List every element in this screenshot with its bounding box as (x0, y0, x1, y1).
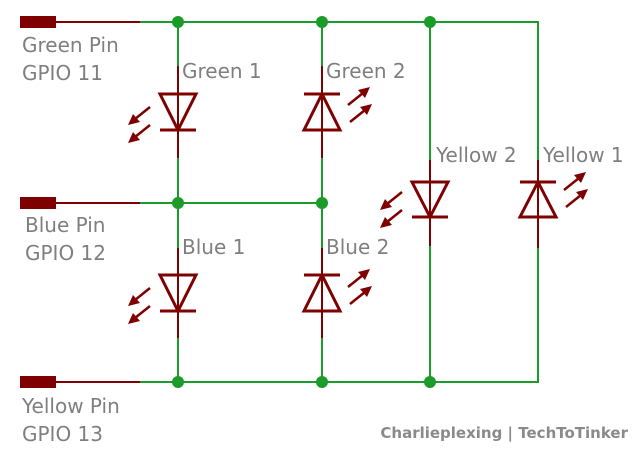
junction-dot (424, 16, 436, 28)
yellow-pin-pad (20, 376, 56, 388)
junction-dot (172, 376, 184, 388)
green-net-wire (140, 21, 539, 160)
led-label-yellow-2: Yellow 2 (435, 143, 517, 167)
green-pin-gpio: GPIO 11 (22, 61, 103, 85)
yellow-pin-gpio: GPIO 13 (22, 422, 103, 446)
blue-pin-pad (20, 197, 56, 209)
led-blue-2 (301, 248, 372, 338)
light-arrow-head (380, 199, 392, 210)
light-arrow-head (576, 189, 588, 200)
light-arrow (347, 274, 364, 288)
blue-pin-label: Blue Pin (25, 213, 105, 237)
led-label-green-1: Green 1 (182, 59, 262, 83)
light-arrow-head (380, 217, 392, 228)
led-label-blue-2: Blue 2 (326, 235, 389, 259)
light-arrow (347, 92, 364, 106)
light-arrow-head (360, 286, 372, 297)
light-arrow-head (358, 269, 370, 280)
light-arrow-head (574, 172, 586, 183)
blue-pin-gpio: GPIO 12 (25, 241, 106, 265)
green-pin-label: Green Pin (22, 33, 119, 57)
light-arrow (386, 191, 403, 205)
junction-dot (172, 197, 184, 209)
junction-dot (424, 376, 436, 388)
light-arrow (134, 124, 151, 138)
light-arrow (134, 106, 151, 120)
light-arrow-head (128, 295, 140, 306)
credit-text: Charlieplexing | TechToTinker (380, 424, 628, 443)
light-arrow-head (358, 87, 370, 98)
light-arrow-head (128, 114, 140, 125)
led-blue-1 (128, 248, 199, 338)
light-arrow (134, 305, 151, 319)
led-label-green-2: Green 2 (326, 59, 406, 83)
led-yellow-1 (517, 160, 588, 248)
light-arrow (565, 194, 582, 208)
led-yellow-2 (380, 160, 451, 246)
light-arrow-head (360, 104, 372, 115)
pin-leads (55, 21, 140, 383)
pin-pads (20, 16, 56, 388)
junction-dot (316, 197, 328, 209)
light-arrow (134, 287, 151, 301)
junctions (172, 16, 436, 388)
led-triangle (157, 92, 199, 134)
led-green-1 (128, 66, 199, 158)
led-triangle (517, 178, 559, 219)
light-arrow (563, 177, 580, 191)
yellow-pin-label: Yellow Pin (21, 394, 120, 418)
light-arrow (386, 209, 403, 223)
green-pin-pad (20, 16, 56, 28)
led-label-yellow-1: Yellow 1 (542, 143, 624, 167)
junction-dot (316, 16, 328, 28)
led-triangle (301, 90, 343, 132)
led-green-2 (301, 66, 372, 158)
light-arrow (349, 291, 366, 305)
led-triangle (157, 273, 199, 315)
junction-dot (172, 16, 184, 28)
led-triangle (301, 271, 343, 313)
led-triangle (409, 180, 451, 221)
light-arrow-head (128, 313, 140, 324)
junction-dot (316, 376, 328, 388)
light-arrow (349, 109, 366, 123)
led-label-blue-1: Blue 1 (182, 235, 245, 259)
light-arrow-head (128, 132, 140, 143)
yellow-net-wire (140, 248, 539, 383)
